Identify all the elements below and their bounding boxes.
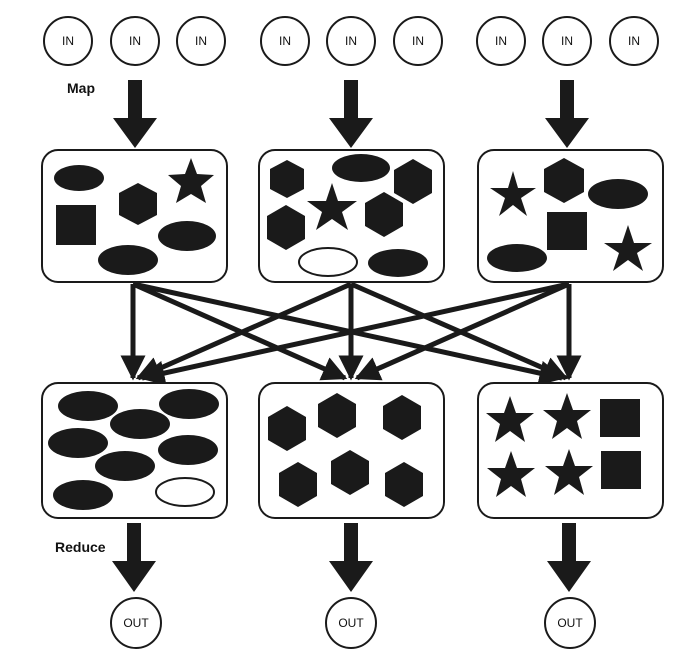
ellipse-shape bbox=[54, 165, 104, 191]
reduce-output-arrows bbox=[112, 523, 591, 592]
map-label: Map bbox=[67, 80, 95, 96]
ellipse-outline-shape bbox=[298, 247, 358, 277]
hexagon-shape bbox=[270, 160, 304, 198]
input-node: IN bbox=[260, 16, 310, 66]
input-node-label: IN bbox=[561, 34, 573, 48]
ellipse-outline-shape bbox=[155, 477, 215, 507]
ellipse-shape bbox=[158, 435, 218, 465]
reduce-boxes bbox=[41, 382, 664, 519]
output-node: OUT bbox=[110, 597, 162, 649]
output-node-label: OUT bbox=[557, 616, 583, 630]
map-box bbox=[258, 149, 445, 283]
hexagon-shape bbox=[119, 183, 157, 225]
star-shape bbox=[307, 183, 357, 230]
input-node: IN bbox=[176, 16, 226, 66]
ellipse-shape bbox=[110, 409, 170, 439]
ellipse-shape bbox=[98, 245, 158, 275]
hexagon-shape bbox=[318, 393, 356, 438]
square-shape bbox=[600, 399, 640, 437]
map-input-arrows bbox=[113, 80, 589, 148]
input-node-label: IN bbox=[628, 34, 640, 48]
output-node: OUT bbox=[544, 597, 596, 649]
shuffle-arrows bbox=[120, 281, 582, 386]
input-nodes: IN IN IN IN IN IN IN IN bbox=[43, 16, 659, 66]
map-arrow bbox=[545, 80, 589, 148]
input-node: IN bbox=[609, 16, 659, 66]
reduce-box bbox=[477, 382, 664, 519]
input-node-label: IN bbox=[62, 34, 74, 48]
hexagon-shape bbox=[279, 462, 317, 507]
input-node-label: IN bbox=[129, 34, 141, 48]
ellipse-shape bbox=[159, 389, 219, 419]
input-node-label: IN bbox=[279, 34, 291, 48]
ellipse-shape bbox=[487, 244, 547, 272]
map-boxes bbox=[41, 149, 664, 283]
hexagon-shape bbox=[365, 192, 403, 237]
hexagon-shape bbox=[267, 205, 305, 250]
square-shape bbox=[547, 212, 587, 250]
hexagon-shape bbox=[383, 395, 421, 440]
star-shape bbox=[543, 393, 591, 439]
reduce-arrow bbox=[547, 523, 591, 592]
map-box bbox=[477, 149, 664, 283]
star-shape bbox=[490, 171, 536, 216]
output-nodes: OUT OUT OUT bbox=[110, 597, 596, 649]
reduce-label: Reduce bbox=[55, 539, 106, 555]
map-box bbox=[41, 149, 228, 283]
input-node: IN bbox=[110, 16, 160, 66]
reduce-box bbox=[258, 382, 445, 519]
square-shape bbox=[56, 205, 96, 245]
input-node: IN bbox=[542, 16, 592, 66]
input-node: IN bbox=[326, 16, 376, 66]
star-shape bbox=[486, 396, 534, 442]
output-node-label: OUT bbox=[338, 616, 364, 630]
hexagon-shape bbox=[394, 159, 432, 204]
input-node-label: IN bbox=[495, 34, 507, 48]
input-node-label: IN bbox=[195, 34, 207, 48]
map-arrow bbox=[113, 80, 157, 148]
reduce-arrow bbox=[112, 523, 156, 592]
square-shape bbox=[601, 451, 641, 489]
star-shape bbox=[487, 451, 535, 497]
hexagon-shape bbox=[268, 406, 306, 451]
reduce-arrow bbox=[329, 523, 373, 592]
star-shape bbox=[545, 449, 593, 495]
hexagon-shape bbox=[544, 158, 584, 203]
reduce-box bbox=[41, 382, 228, 519]
input-node: IN bbox=[476, 16, 526, 66]
input-node: IN bbox=[393, 16, 443, 66]
ellipse-shape bbox=[58, 391, 118, 421]
output-node: OUT bbox=[325, 597, 377, 649]
shuffle-arrow bbox=[139, 281, 570, 386]
ellipse-shape bbox=[158, 221, 216, 251]
star-shape bbox=[168, 158, 214, 203]
input-node: IN bbox=[43, 16, 93, 66]
hexagon-shape bbox=[331, 450, 369, 495]
ellipse-shape bbox=[368, 249, 428, 277]
map-arrow bbox=[329, 80, 373, 148]
input-node-label: IN bbox=[345, 34, 357, 48]
star-shape bbox=[604, 225, 652, 271]
output-node-label: OUT bbox=[123, 616, 149, 630]
ellipse-shape bbox=[588, 179, 648, 209]
hexagon-shape bbox=[385, 462, 423, 507]
ellipse-shape bbox=[53, 480, 113, 510]
input-node-label: IN bbox=[412, 34, 424, 48]
shuffle-arrow bbox=[135, 281, 353, 381]
ellipse-shape bbox=[48, 428, 108, 458]
ellipse-shape bbox=[332, 154, 390, 182]
shuffle-arrow bbox=[354, 281, 571, 381]
ellipse-shape bbox=[95, 451, 155, 481]
